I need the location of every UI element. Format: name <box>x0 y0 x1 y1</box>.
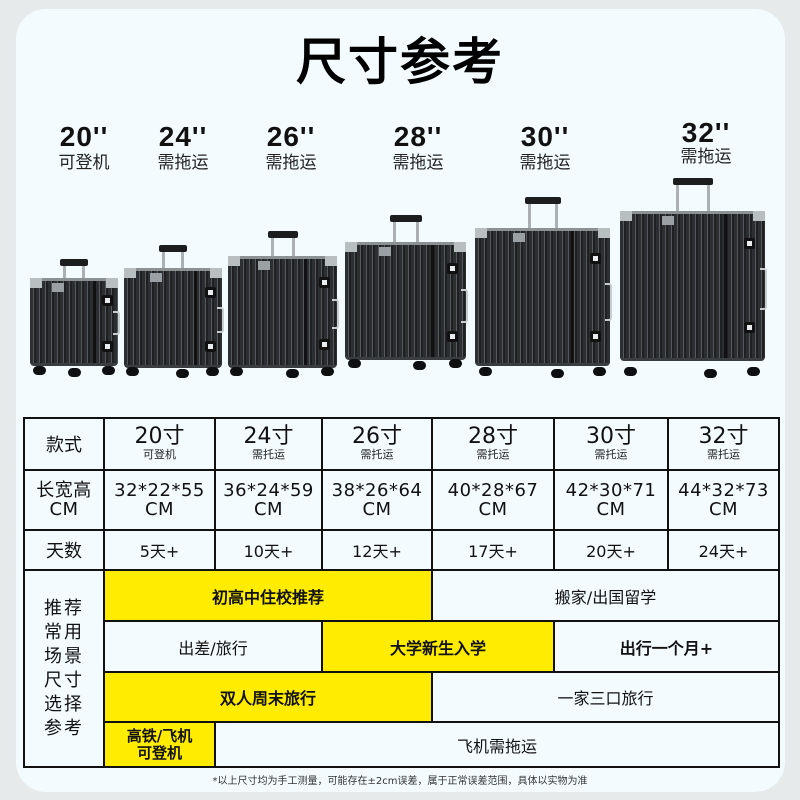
cell-dims: 36*24*59 <box>223 480 314 501</box>
size-note: 需拖运 <box>265 153 317 173</box>
cell-unit: CM <box>144 499 175 520</box>
suitcase-26-image <box>228 231 339 378</box>
size-value: 28'' <box>393 121 443 152</box>
cell-sub: 需托运 <box>594 448 628 461</box>
cell-dims: 32*22*55 <box>114 480 205 501</box>
suitcase-24-image <box>124 245 224 378</box>
cell-size: 26寸 <box>352 424 402 449</box>
cell-unit: CM <box>708 499 739 520</box>
cell-unit: CM <box>253 499 284 520</box>
cell-size: 32寸 <box>698 424 749 449</box>
page-title: 尺寸参考 <box>296 33 504 91</box>
cell-unit: CM <box>478 499 508 520</box>
row-header-days: 天数 <box>23 529 105 571</box>
size-value: 32'' <box>681 117 731 148</box>
cell-sub: 需托运 <box>360 448 394 461</box>
cell-size: 20寸 <box>134 424 185 449</box>
cell-sub: 需托运 <box>707 448 740 461</box>
table-cell: 10天+ <box>214 529 323 571</box>
size-value: 26'' <box>266 121 316 152</box>
label-line: 场景 <box>44 645 84 667</box>
scenario-cell: 搬家/出国留学 <box>431 569 780 622</box>
suitcase-20-image <box>30 259 120 377</box>
table-cell: 30寸需托运 <box>553 417 669 471</box>
label-line: CM <box>49 499 79 520</box>
suitcase-32-image <box>620 178 767 378</box>
size-label-20: 20'' 可登机 <box>29 122 139 174</box>
table-cell: 24寸需托运 <box>214 417 323 471</box>
table-row-scenario: 高铁/飞机 可登机 飞机需拖运 <box>24 721 780 768</box>
cell-dims: 42*30*71 <box>565 480 657 501</box>
table-cell: 24天+ <box>667 529 780 571</box>
table-row-scenario: 双人周末旅行 一家三口旅行 <box>24 671 780 723</box>
cell-unit: CM <box>596 499 626 520</box>
label-line: 高铁/飞机 <box>126 726 193 745</box>
table-cell: 28寸需托运 <box>431 417 555 471</box>
label-line: 尺寸 <box>44 669 84 691</box>
table-cell: 5天+ <box>103 529 216 571</box>
size-value: 24'' <box>158 121 208 152</box>
size-note: 需拖运 <box>519 153 571 173</box>
label-line: 选择 <box>44 693 84 715</box>
cell-dims: 44*32*73 <box>678 480 769 501</box>
size-label-32: 32'' 需拖运 <box>651 117 761 167</box>
table-row-scenario: 推荐 常用 场景 尺寸 选择 参考 初高中住校推荐 搬家/出国留学 <box>23 569 780 768</box>
cell-sub: 可登机 <box>143 448 176 461</box>
label-line: 可登机 <box>136 743 182 762</box>
size-note: 可登机 <box>58 153 110 173</box>
table-row-scenario: 出差/旅行 大学新生入学 出行一个月+ <box>24 620 780 673</box>
size-label-26: 26'' 需拖运 <box>236 122 346 174</box>
table-cell: 20天+ <box>553 529 669 571</box>
size-label-24: 24'' 需拖运 <box>128 122 238 174</box>
label-line: 长宽高 <box>36 480 92 501</box>
table-row-days: 天数 5天+ 10天+ 12天+ 17天+ 20天+ 24天+ <box>23 529 780 571</box>
scenario-cell: 出行一个月+ <box>553 620 780 673</box>
scenario-cell: 出差/旅行 <box>103 620 323 673</box>
table-cell: 32寸需托运 <box>667 417 780 471</box>
cell-size: 28寸 <box>468 424 518 449</box>
scenario-cell: 飞机需拖运 <box>214 721 780 768</box>
row-header-style: 款式 <box>23 417 105 471</box>
scenario-cell: 一家三口旅行 <box>431 671 780 723</box>
table-cell: 12天+ <box>321 529 433 571</box>
cell-unit: CM <box>362 499 392 520</box>
label-line: 参考 <box>44 717 84 739</box>
footnote: *以上尺寸均为手工测量，可能存在±2cm误差，属于正常误差范围，具体以实物为准 <box>212 776 588 787</box>
size-note: 需拖运 <box>392 153 444 173</box>
row-header-scenarios: 推荐 常用 场景 尺寸 选择 参考 <box>23 569 105 768</box>
size-value: 20'' <box>59 121 109 152</box>
cell-size: 24寸 <box>243 424 294 449</box>
size-note: 需拖运 <box>157 153 209 173</box>
suitcase-30-image <box>475 197 612 378</box>
suitcase-28-image <box>345 215 468 370</box>
size-value: 30'' <box>520 121 570 152</box>
cell-size: 30寸 <box>586 424 636 449</box>
scenario-cell-highlight: 初高中住校推荐 <box>103 569 433 622</box>
cell-dims: 38*26*64 <box>331 480 423 501</box>
size-note: 需拖运 <box>680 147 732 167</box>
scenario-cell-highlight: 双人周末旅行 <box>103 671 433 723</box>
table-cell: 20寸可登机 <box>103 417 216 471</box>
table-row-style: 款式 20寸可登机 24寸需托运 26寸需托运 28寸需托运 30寸需托运 32… <box>23 417 780 471</box>
cell-sub: 需托运 <box>252 448 285 461</box>
scenario-cell-highlight: 大学新生入学 <box>321 620 555 673</box>
table-cell: 26寸需托运 <box>321 417 433 471</box>
size-comparison-table: 款式 20寸可登机 24寸需托运 26寸需托运 28寸需托运 30寸需托运 32… <box>23 417 780 768</box>
cell-sub: 需托运 <box>476 448 510 461</box>
table-cell: 17天+ <box>431 529 555 571</box>
size-label-28: 28'' 需拖运 <box>363 122 473 174</box>
label-line: 常用 <box>44 621 84 643</box>
label-line: 推荐 <box>44 597 84 619</box>
scenario-cell-highlight: 高铁/飞机 可登机 <box>103 721 216 768</box>
size-label-30: 30'' 需拖运 <box>490 122 600 174</box>
cell-dims: 40*28*67 <box>447 480 539 501</box>
